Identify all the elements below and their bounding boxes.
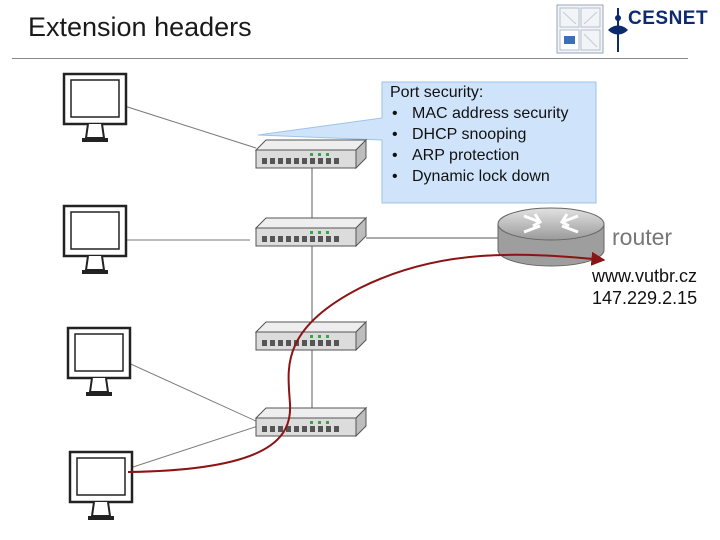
slide-title: Extension headers — [28, 12, 252, 42]
link-pc3-switch4 — [121, 359, 259, 423]
destination-hostname: www.vutbr.cz — [592, 266, 698, 286]
access-links — [111, 101, 259, 469]
callout-heading: Port security: — [390, 84, 484, 101]
computer-4-icon — [68, 450, 134, 522]
computer-3-icon — [66, 326, 132, 398]
list-item: ARP protection — [390, 145, 596, 166]
port-security-callout: Port security: MAC address security DHCP… — [384, 82, 596, 202]
router-label: router — [612, 224, 673, 250]
link-pc1-switch1 — [111, 101, 257, 149]
computer-2-icon — [62, 204, 128, 276]
switch-2-icon — [255, 217, 367, 247]
cesnet-emblem-icon — [608, 8, 628, 52]
switch-4-icon — [255, 407, 367, 437]
list-item: DHCP snooping — [390, 124, 596, 145]
university-logo-icon — [556, 4, 604, 54]
list-item: Dynamic lock down — [390, 166, 596, 187]
list-item: MAC address security — [390, 103, 596, 124]
link-pc4-switch4 — [129, 425, 259, 469]
switch-3-icon — [255, 321, 367, 351]
backbone-links — [311, 168, 500, 408]
port-security-list: MAC address security DHCP snooping ARP p… — [384, 103, 596, 187]
cesnet-logo: CESNET — [628, 8, 709, 29]
computer-1-icon — [62, 72, 128, 144]
router-icon — [497, 207, 605, 267]
switch-1-icon — [255, 139, 367, 169]
packet-path-arrow — [127, 251, 606, 473]
destination-ip: 147.229.2.15 — [592, 288, 698, 308]
title-divider — [12, 58, 688, 59]
